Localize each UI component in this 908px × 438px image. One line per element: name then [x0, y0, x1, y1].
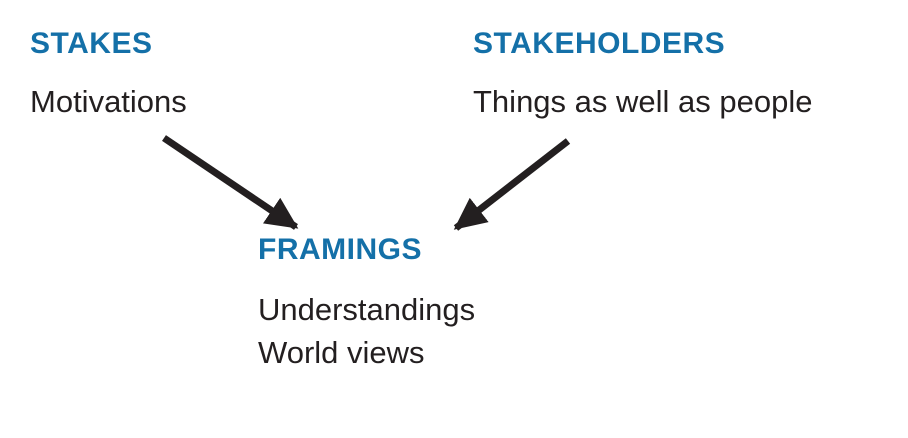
- node-framings-line-1: Understandings: [258, 292, 476, 327]
- node-framings-title: FRAMINGS: [258, 233, 422, 266]
- node-stakes-description: Motivations: [30, 84, 187, 119]
- arrow-down-right-icon: [162, 135, 299, 230]
- node-stakeholders-description: Things as well as people: [473, 84, 813, 119]
- node-framings-description: Understandings World views: [258, 288, 475, 374]
- node-stakes-title: STAKES: [30, 27, 153, 60]
- node-stakeholders-title: STAKEHOLDERS: [473, 27, 726, 60]
- arrow-down-left-icon: [453, 138, 571, 231]
- node-framings-line-2: World views: [258, 335, 425, 370]
